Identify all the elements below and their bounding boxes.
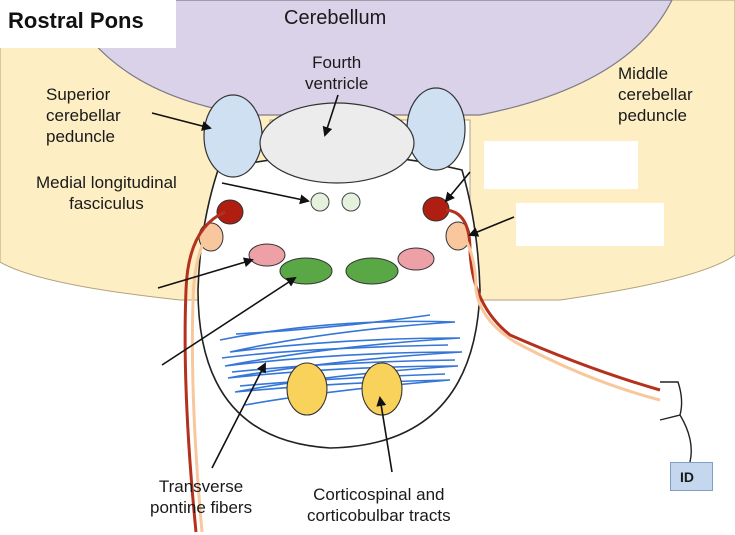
arrow-dark-red-right: [444, 171, 471, 203]
pointer-arrows: [151, 94, 515, 473]
corticospinal-left: [286, 362, 328, 416]
tract-peach-left: [190, 236, 208, 533]
arrow-transverse-fibers: [211, 362, 266, 469]
bracket: [659, 381, 692, 463]
arrow-fourth-ventricle: [322, 94, 339, 137]
tract-red-left: [183, 210, 226, 533]
tract-red-right: [445, 208, 661, 392]
mlf-left: [310, 192, 330, 212]
pink-left: [248, 243, 286, 267]
mlf-right: [341, 192, 361, 212]
tract-peach-right: [464, 239, 661, 402]
label-cerebellum: Cerebellum: [284, 7, 387, 29]
arrow-pink-left: [157, 257, 254, 289]
diagram-title: Rostral Pons: [8, 8, 144, 33]
label-transverse-pontine-fibers: Transverse pontine fibers: [150, 477, 253, 517]
pink-right: [397, 247, 435, 271]
green-right: [345, 257, 399, 285]
label-superior-cerebellar-peduncle: Superior cerebellar peduncle: [46, 85, 121, 146]
green-left: [279, 257, 333, 285]
transverse-pontine-fibers: [219, 314, 463, 406]
arrow-green-left: [161, 276, 297, 366]
answer-box-1[interactable]: [484, 141, 638, 189]
dark-red-right: [422, 196, 450, 222]
label-medial-longitudinal-fasciculus: Medial longitudinal fasciculus: [36, 173, 177, 213]
fourth-ventricle: [259, 102, 415, 184]
superior-cerebellar-peduncle-right: [406, 87, 466, 171]
label-fourth-ventricle: Fourth ventricle: [305, 53, 369, 93]
label-corticospinal-corticobulbar: Corticospinal and corticobulbar tracts: [307, 485, 451, 525]
arrow-mlf: [221, 182, 310, 205]
cerebellum-region: [64, 0, 673, 116]
label-middle-cerebellar-peduncle: Middle cerebellar peduncle: [618, 64, 693, 125]
superior-cerebellar-peduncle-left: [203, 94, 263, 178]
title-box: Rostral Pons: [0, 0, 176, 48]
answer-box-2[interactable]: [516, 203, 664, 246]
arrow-peach-right: [468, 216, 515, 237]
id-button[interactable]: ID: [670, 462, 713, 491]
dark-red-left: [216, 199, 244, 225]
arrow-corticospinal: [376, 396, 393, 473]
arrow-superior-peduncle: [151, 112, 212, 131]
